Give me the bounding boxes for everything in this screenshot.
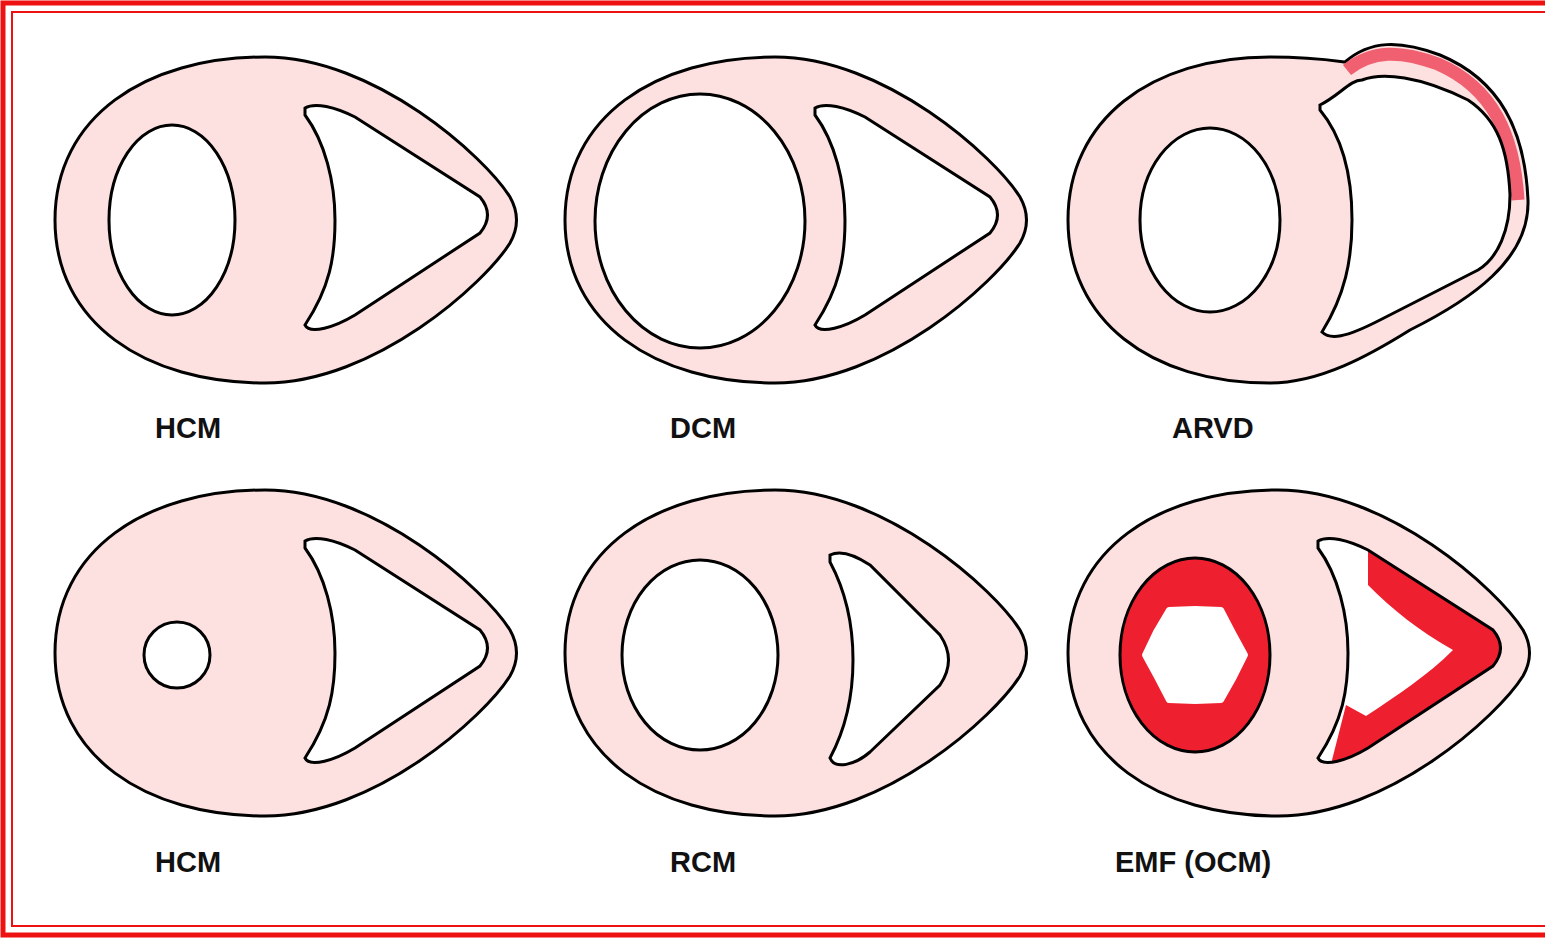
cardiomyopathy-label: ARVD [1172,414,1254,443]
rcm-heart [565,490,1027,816]
right-ventricle [815,105,998,329]
left-ventricle [595,94,805,348]
left-ventricle-fibrosis [1120,558,1270,752]
cardiomyopathy-label: HCM [155,414,221,443]
right-ventricle [305,538,488,762]
cardiomyopathy-label: RCM [670,848,736,877]
left-ventricle [1140,128,1280,312]
myocardium [1068,490,1530,816]
hcm-heart [55,490,517,816]
cardiomyopathy-label: HCM [155,848,221,877]
left-ventricle [144,622,210,688]
myocardium [565,57,1027,383]
myocardium [565,490,1027,816]
outer-frame [3,3,1545,935]
right-ventricle [1320,76,1510,336]
left-ventricle [622,560,778,750]
inner-frame [12,12,1545,926]
emf-heart [1068,490,1530,816]
hcm-heart [55,57,517,383]
left-ventricle [109,125,235,315]
dcm-heart [565,57,1027,383]
myocardium [55,57,517,383]
left-ventricle-cavity [1145,609,1245,701]
right-ventricle [830,553,949,765]
right-ventricle-outline [1318,538,1501,762]
right-ventricle-fibrosis [1330,550,1501,768]
myocardium [1068,45,1528,383]
cardiomyopathy-label: EMF (OCM) [1115,848,1271,877]
arvd-heart [1068,45,1528,383]
cardiomyopathy-label: DCM [670,414,736,443]
myocardium [55,490,517,816]
right-ventricle [305,105,488,329]
